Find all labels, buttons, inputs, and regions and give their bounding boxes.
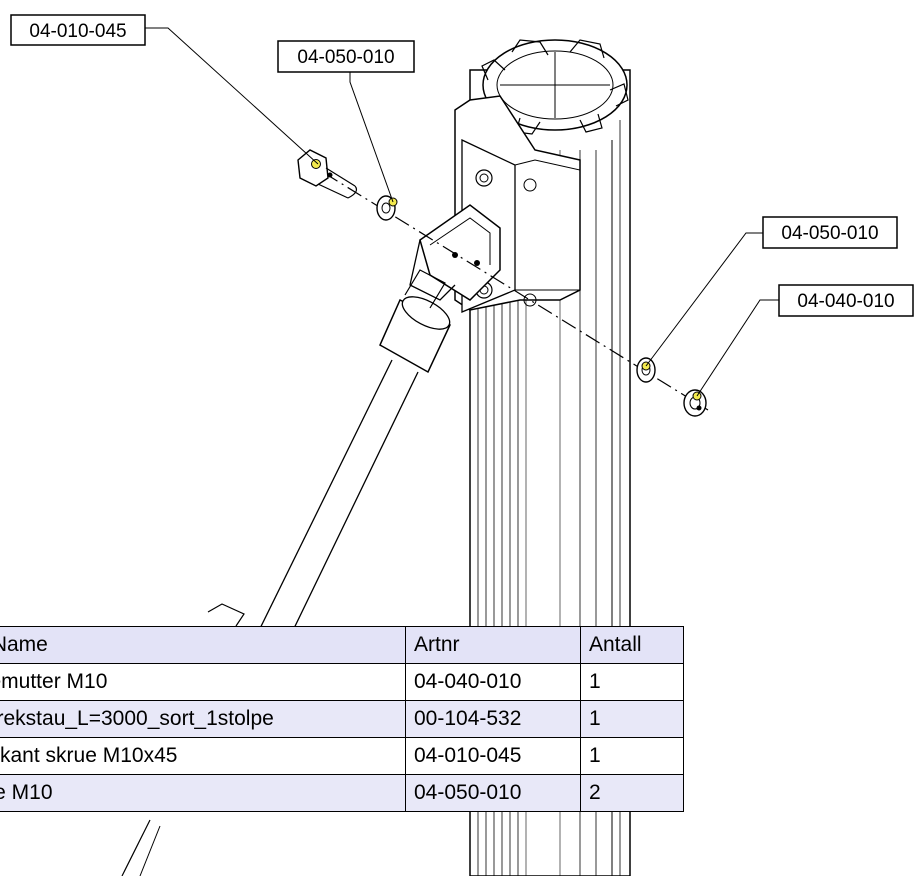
callout-04-050-010-right: 04-050-010 <box>762 216 898 249</box>
callout-label: 04-010-045 <box>29 21 126 42</box>
bill-of-materials-table: rtName Artnr Antall semutter M10 04-040-… <box>0 626 684 812</box>
leader-lines <box>145 27 779 397</box>
table-row: ive M10 04-050-010 2 <box>0 774 684 812</box>
cell-artnr: 04-050-010 <box>405 774 581 812</box>
callout-label: 04-040-010 <box>797 291 894 312</box>
header-artnr: Artnr <box>405 626 581 664</box>
washer-left <box>376 195 398 221</box>
cell-antall: 1 <box>580 663 684 701</box>
cell-antall: 1 <box>580 737 684 775</box>
cell-partname: kskant skrue M10x45 <box>0 737 406 775</box>
hex-bolt <box>297 149 358 199</box>
cell-partname: ptrekstau_L=3000_sort_1stolpe <box>0 700 406 738</box>
callout-label: 04-050-010 <box>297 47 394 68</box>
callout-04-010-045: 04-010-045 <box>10 14 146 46</box>
cell-antall: 1 <box>580 700 684 738</box>
cell-artnr: 04-040-010 <box>405 663 581 701</box>
table-row: ptrekstau_L=3000_sort_1stolpe 00-104-532… <box>0 700 684 738</box>
cell-artnr: 00-104-532 <box>405 700 581 738</box>
header-partname: rtName <box>0 626 406 664</box>
cell-partname: ive M10 <box>0 774 406 812</box>
table-header-row: rtName Artnr Antall <box>0 626 684 664</box>
rope-sleeve <box>379 269 451 374</box>
table-row: kskant skrue M10x45 04-010-045 1 <box>0 737 684 775</box>
callout-04-050-010-top: 04-050-010 <box>277 40 415 73</box>
callout-label: 04-050-010 <box>781 223 878 244</box>
washer-right <box>636 357 656 383</box>
cell-artnr: 04-010-045 <box>405 737 581 775</box>
header-antall: Antall <box>580 626 684 664</box>
lock-nut <box>683 389 707 417</box>
cell-antall: 2 <box>580 774 684 812</box>
callout-04-040-010: 04-040-010 <box>778 284 914 317</box>
table-row: semutter M10 04-040-010 1 <box>0 663 684 701</box>
cell-partname: semutter M10 <box>0 663 406 701</box>
